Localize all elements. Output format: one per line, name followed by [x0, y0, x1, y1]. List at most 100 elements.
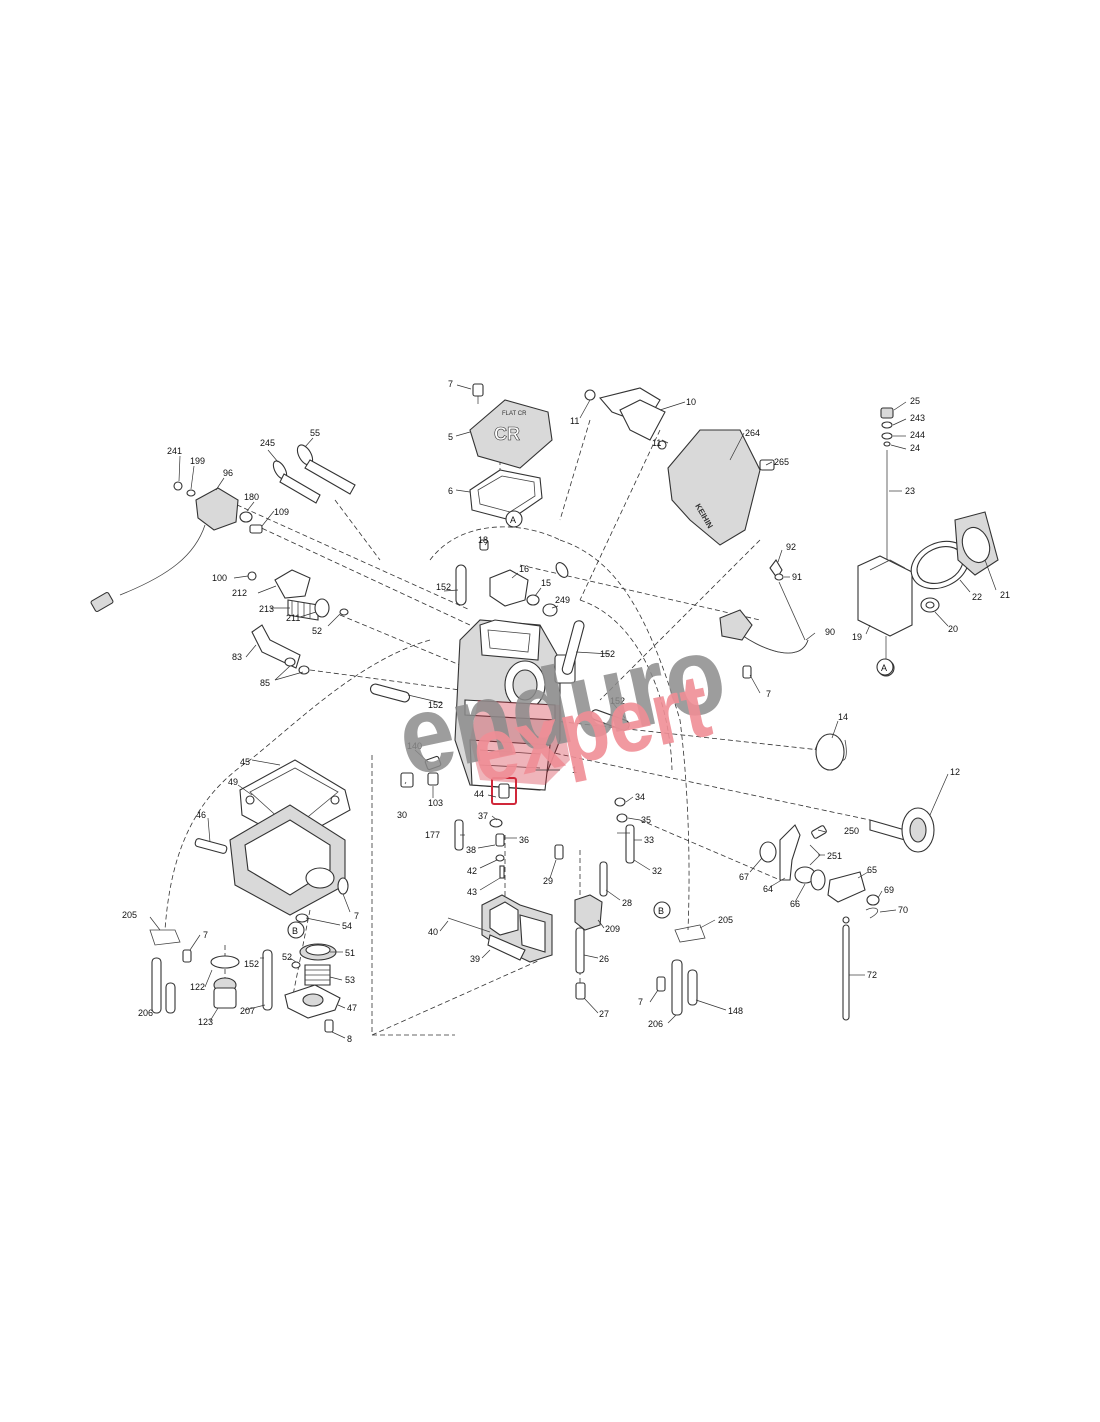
linkage-cover-group: KEIHIN	[584, 387, 775, 546]
throttle-shaft-group	[814, 733, 935, 853]
callout-b-hose: B	[658, 906, 664, 916]
label-148: 148	[728, 1006, 743, 1016]
label-90: 90	[825, 627, 835, 637]
slide-bracket-group	[479, 539, 558, 617]
label-38: 38	[466, 845, 476, 855]
label-180: 180	[244, 492, 259, 502]
top-cover-lettering: FLAT CR	[502, 411, 527, 417]
label-209: 209	[605, 924, 620, 934]
label-213: 213	[259, 604, 274, 614]
label-24: 24	[910, 443, 920, 453]
label-1: 1	[572, 765, 577, 775]
label-265: 265	[774, 457, 789, 467]
label-54: 54	[342, 921, 352, 931]
svg-text:CR: CR	[494, 424, 520, 444]
label-35: 35	[641, 815, 651, 825]
label-123: 123	[198, 1017, 213, 1027]
label-26: 26	[599, 954, 609, 964]
label-96: 96	[223, 468, 233, 478]
label-212: 212	[232, 588, 247, 598]
callout-a-pump: A	[881, 663, 887, 673]
label-37: 37	[478, 811, 488, 821]
label-243: 243	[910, 413, 925, 423]
label-10: 10	[686, 397, 696, 407]
carburetor-body	[454, 562, 585, 791]
label-7: 7	[448, 379, 453, 389]
label-25: 25	[910, 396, 920, 406]
leader-lines	[149, 384, 997, 1039]
label-34: 34	[635, 792, 645, 802]
fuel-fitting-group	[251, 624, 310, 675]
label-19: 19	[852, 632, 862, 642]
label-27: 27	[599, 1009, 609, 1019]
label-7: 7	[766, 689, 771, 699]
label-28: 28	[622, 898, 632, 908]
label-207: 207	[240, 1006, 255, 1016]
throttle-sensor-group	[90, 481, 263, 613]
label-206: 206	[138, 1008, 153, 1018]
label-72: 72	[867, 970, 877, 980]
label-8: 8	[347, 1034, 352, 1044]
label-46: 46	[196, 810, 206, 820]
watermark-logo: enduro expert	[387, 611, 735, 804]
label-12: 12	[950, 767, 960, 777]
label-152: 152	[436, 582, 451, 592]
label-199: 199	[190, 456, 205, 466]
label-49: 49	[228, 777, 238, 787]
label-16: 16	[519, 564, 529, 574]
label-152: 152	[244, 959, 259, 969]
label-39: 39	[470, 954, 480, 964]
label-51: 51	[345, 948, 355, 958]
label-36: 36	[519, 835, 529, 845]
label-65: 65	[867, 865, 877, 875]
label-11: 11	[652, 438, 661, 448]
label-249: 249	[555, 595, 570, 605]
label-69: 69	[884, 885, 894, 895]
label-177: 177	[425, 830, 440, 840]
label-22: 22	[972, 592, 982, 602]
label-44: 44	[474, 789, 484, 799]
label-103: 103	[428, 798, 443, 808]
choke-plunger-group	[247, 569, 349, 621]
label-241: 241	[167, 446, 182, 456]
label-109: 109	[274, 507, 289, 517]
label-264: 264	[745, 428, 760, 438]
float-bowl-group	[194, 759, 351, 923]
air-screw-group	[272, 444, 356, 504]
label-55: 55	[310, 428, 320, 438]
label-29: 29	[543, 876, 553, 886]
label-66: 66	[790, 899, 800, 909]
label-40: 40	[428, 927, 438, 937]
label-7: 7	[638, 997, 643, 1007]
label-7: 7	[354, 911, 359, 921]
label-20: 20	[948, 624, 958, 634]
pump-diaphragm-group	[210, 943, 341, 1033]
callout-markers: A A B B	[287, 510, 894, 939]
label-47: 47	[347, 1003, 357, 1013]
label-33: 33	[644, 835, 654, 845]
label-43: 43	[467, 887, 477, 897]
label-23: 23	[905, 486, 915, 496]
callout-b-bowl: B	[292, 926, 298, 936]
label-152: 152	[610, 696, 625, 706]
label-152: 152	[428, 700, 443, 710]
jet-needle-group	[400, 755, 635, 1000]
label-21: 21	[1000, 590, 1010, 600]
hose-group	[149, 924, 706, 1016]
label-83: 83	[232, 652, 242, 662]
accelerator-pump-group	[857, 407, 999, 677]
label-30: 30	[397, 810, 407, 820]
label-251: 251	[827, 851, 842, 861]
label-85: 85	[260, 678, 270, 688]
label-18: 18	[478, 535, 488, 545]
label-14: 14	[838, 712, 848, 722]
label-5: 5	[448, 432, 453, 442]
vent-tube-group	[369, 564, 630, 731]
label-245: 245	[260, 438, 275, 448]
label-52: 52	[312, 626, 322, 636]
label-91: 91	[792, 572, 802, 582]
label-211: 211	[286, 613, 300, 623]
label-15: 15	[541, 578, 551, 588]
label-122: 122	[190, 982, 205, 992]
